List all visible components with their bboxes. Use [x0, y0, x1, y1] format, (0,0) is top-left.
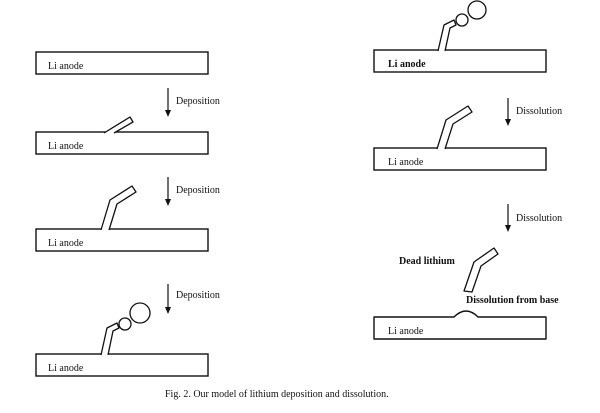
li-anode-slab: [35, 353, 209, 377]
arrow-label: Deposition: [176, 96, 220, 107]
arrow-dissolution-2: Dissolution: [505, 204, 562, 232]
arrow-deposition-3: Deposition: [165, 284, 220, 314]
arrow-label: Dissolution: [516, 213, 562, 224]
li-anode-label: Li anode: [48, 238, 84, 249]
li-anode-label: Li anode: [388, 326, 424, 337]
panel-left-4: Li anode: [35, 302, 209, 377]
li-anode-label: Li anode: [388, 157, 424, 168]
lithium-dendrite-stem: [437, 19, 457, 52]
li-anode-slab: [373, 49, 547, 73]
panel-left-2: Li anode: [35, 116, 209, 155]
lithium-dendrite-stem: [100, 322, 120, 356]
li-anode-label: Li anode: [388, 59, 426, 70]
li-anode-slab: [373, 147, 547, 171]
li-anode-slab: [35, 228, 209, 252]
lithium-dendrite-bent: [100, 185, 137, 231]
panel-left-1: Li anode: [35, 51, 209, 75]
dissolution-from-base-label: Dissolution from base: [466, 295, 559, 306]
dead-lithium-label: Dead lithium: [399, 256, 456, 267]
panel-right-3: Dead lithium Dissolution from base Li an…: [373, 247, 559, 340]
panel-left-3: Li anode: [35, 185, 209, 252]
lithium-nodule-large: [467, 0, 487, 20]
arrow-label: Deposition: [176, 185, 220, 196]
arrow-deposition-1: Deposition: [165, 88, 220, 117]
arrow-deposition-2: Deposition: [165, 177, 220, 206]
arrow-label: Dissolution: [516, 106, 562, 117]
lithium-nodule-large: [129, 302, 151, 324]
li-anode-slab-pitted: [373, 310, 547, 340]
li-anode-label: Li anode: [48, 363, 84, 374]
lithium-nodule-small: [118, 317, 132, 331]
li-anode-slab: [35, 131, 209, 155]
li-anode-label: Li anode: [48, 141, 84, 152]
figure-caption: Fig. 2. Our model of lithium deposition …: [165, 389, 389, 400]
lithium-nodule-small: [455, 13, 469, 27]
li-anode-label: Li anode: [48, 61, 84, 72]
panel-right-2: Li anode: [373, 105, 547, 171]
dead-lithium-fragment: [463, 247, 499, 293]
panel-right-1: Li anode: [373, 0, 547, 73]
lithium-dendrite-stub: [103, 116, 134, 134]
li-anode-slab: [35, 51, 209, 75]
arrow-dissolution-1: Dissolution: [505, 98, 562, 126]
lithium-dendrite-bent: [436, 105, 473, 150]
arrow-label: Deposition: [176, 290, 220, 301]
